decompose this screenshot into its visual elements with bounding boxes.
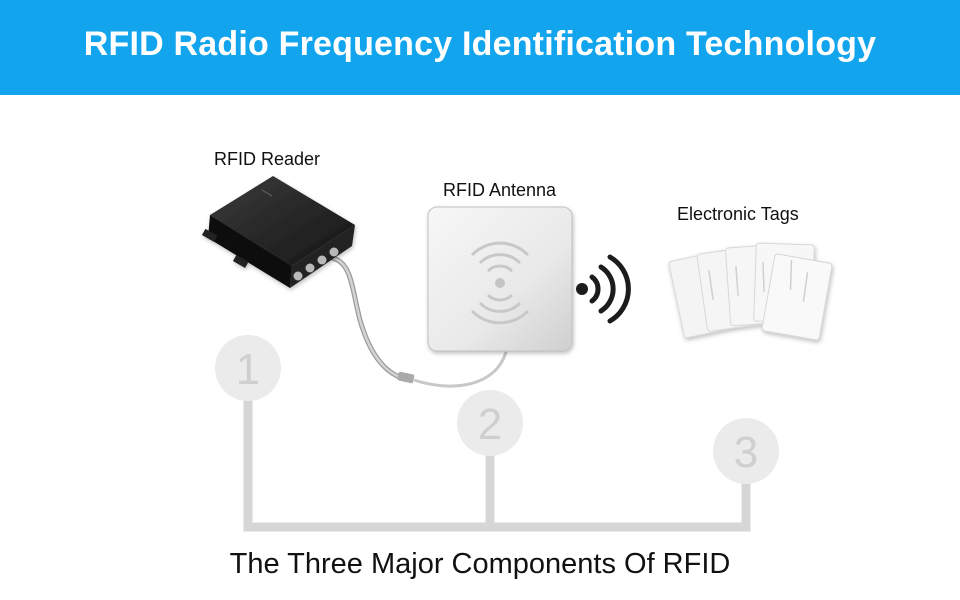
number-3: 3 <box>734 428 758 477</box>
connector-lines <box>243 390 751 532</box>
antenna-cable <box>331 255 508 388</box>
number-2: 2 <box>478 400 502 449</box>
number-badge-2: 2 <box>457 390 523 456</box>
signal-waves-icon <box>576 254 631 324</box>
footer-caption: The Three Major Components Of RFID <box>229 548 731 580</box>
reader-label: RFID Reader <box>214 149 321 169</box>
page-title: RFID Radio Frequency Identification Tech… <box>83 25 877 63</box>
antenna-label: RFID Antenna <box>443 180 557 200</box>
number-badge-3: 3 <box>713 418 779 484</box>
electronic-tags-icon <box>668 242 833 341</box>
number-1: 1 <box>236 345 260 394</box>
number-badge-1: 1 <box>215 335 281 401</box>
rfid-reader-icon <box>201 176 355 288</box>
rfid-antenna-icon <box>427 206 573 352</box>
header-banner: RFID Radio Frequency Identification Tech… <box>0 0 960 95</box>
tags-label: Electronic Tags <box>677 204 799 224</box>
